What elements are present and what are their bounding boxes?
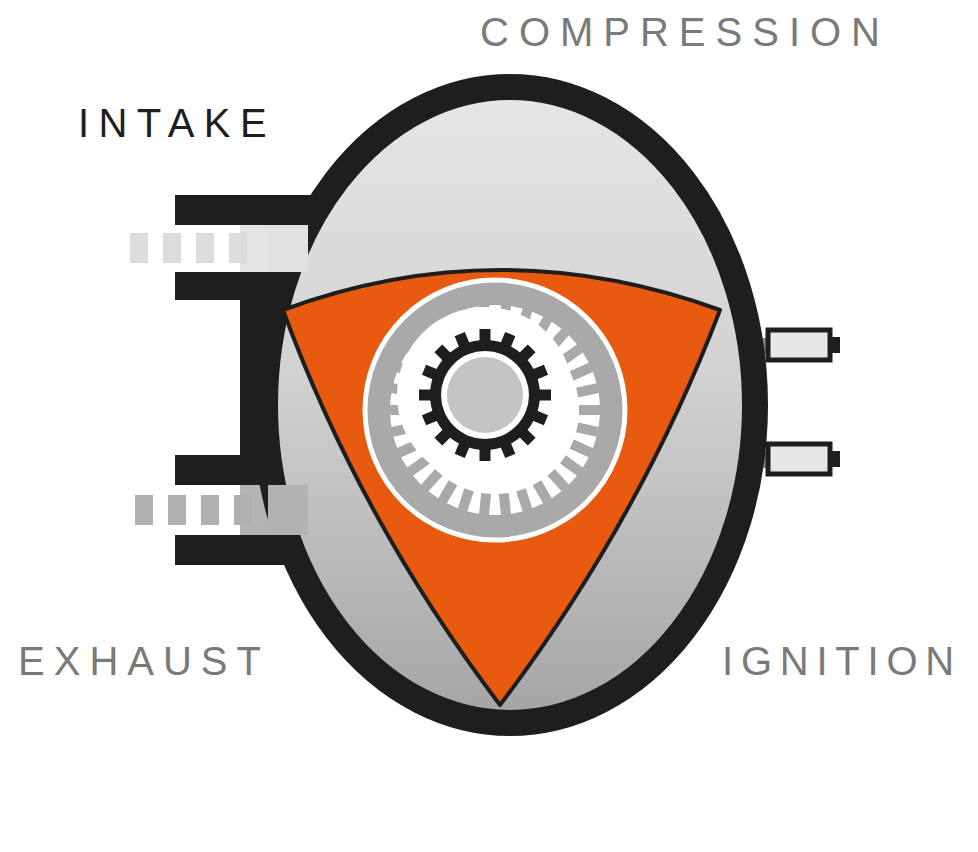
gear-tooth — [424, 472, 439, 488]
gear-tooth — [579, 405, 601, 415]
gear-tooth — [504, 494, 506, 516]
gear-tooth — [572, 444, 592, 453]
rotor — [283, 270, 720, 705]
gear-tooth — [577, 388, 599, 393]
gear-tooth — [563, 459, 581, 472]
gear-tooth — [409, 459, 427, 472]
gear-tooth — [462, 490, 469, 511]
gear-tooth — [563, 348, 581, 361]
gear-tooth — [551, 472, 566, 488]
stage-label: IGNITION — [722, 641, 962, 681]
gear-tooth — [442, 483, 453, 502]
stage-label: COMPRESSION — [480, 12, 890, 52]
gear-tooth — [484, 494, 486, 516]
stage-label: INTAKE — [78, 103, 276, 143]
housing — [265, 87, 755, 723]
gear-tooth — [572, 367, 592, 376]
gear-tooth — [577, 427, 599, 432]
gear-tooth — [521, 490, 528, 511]
stage-label: EXHAUST — [18, 641, 270, 681]
rotor-gear — [365, 280, 625, 540]
gear-tooth — [537, 483, 548, 502]
